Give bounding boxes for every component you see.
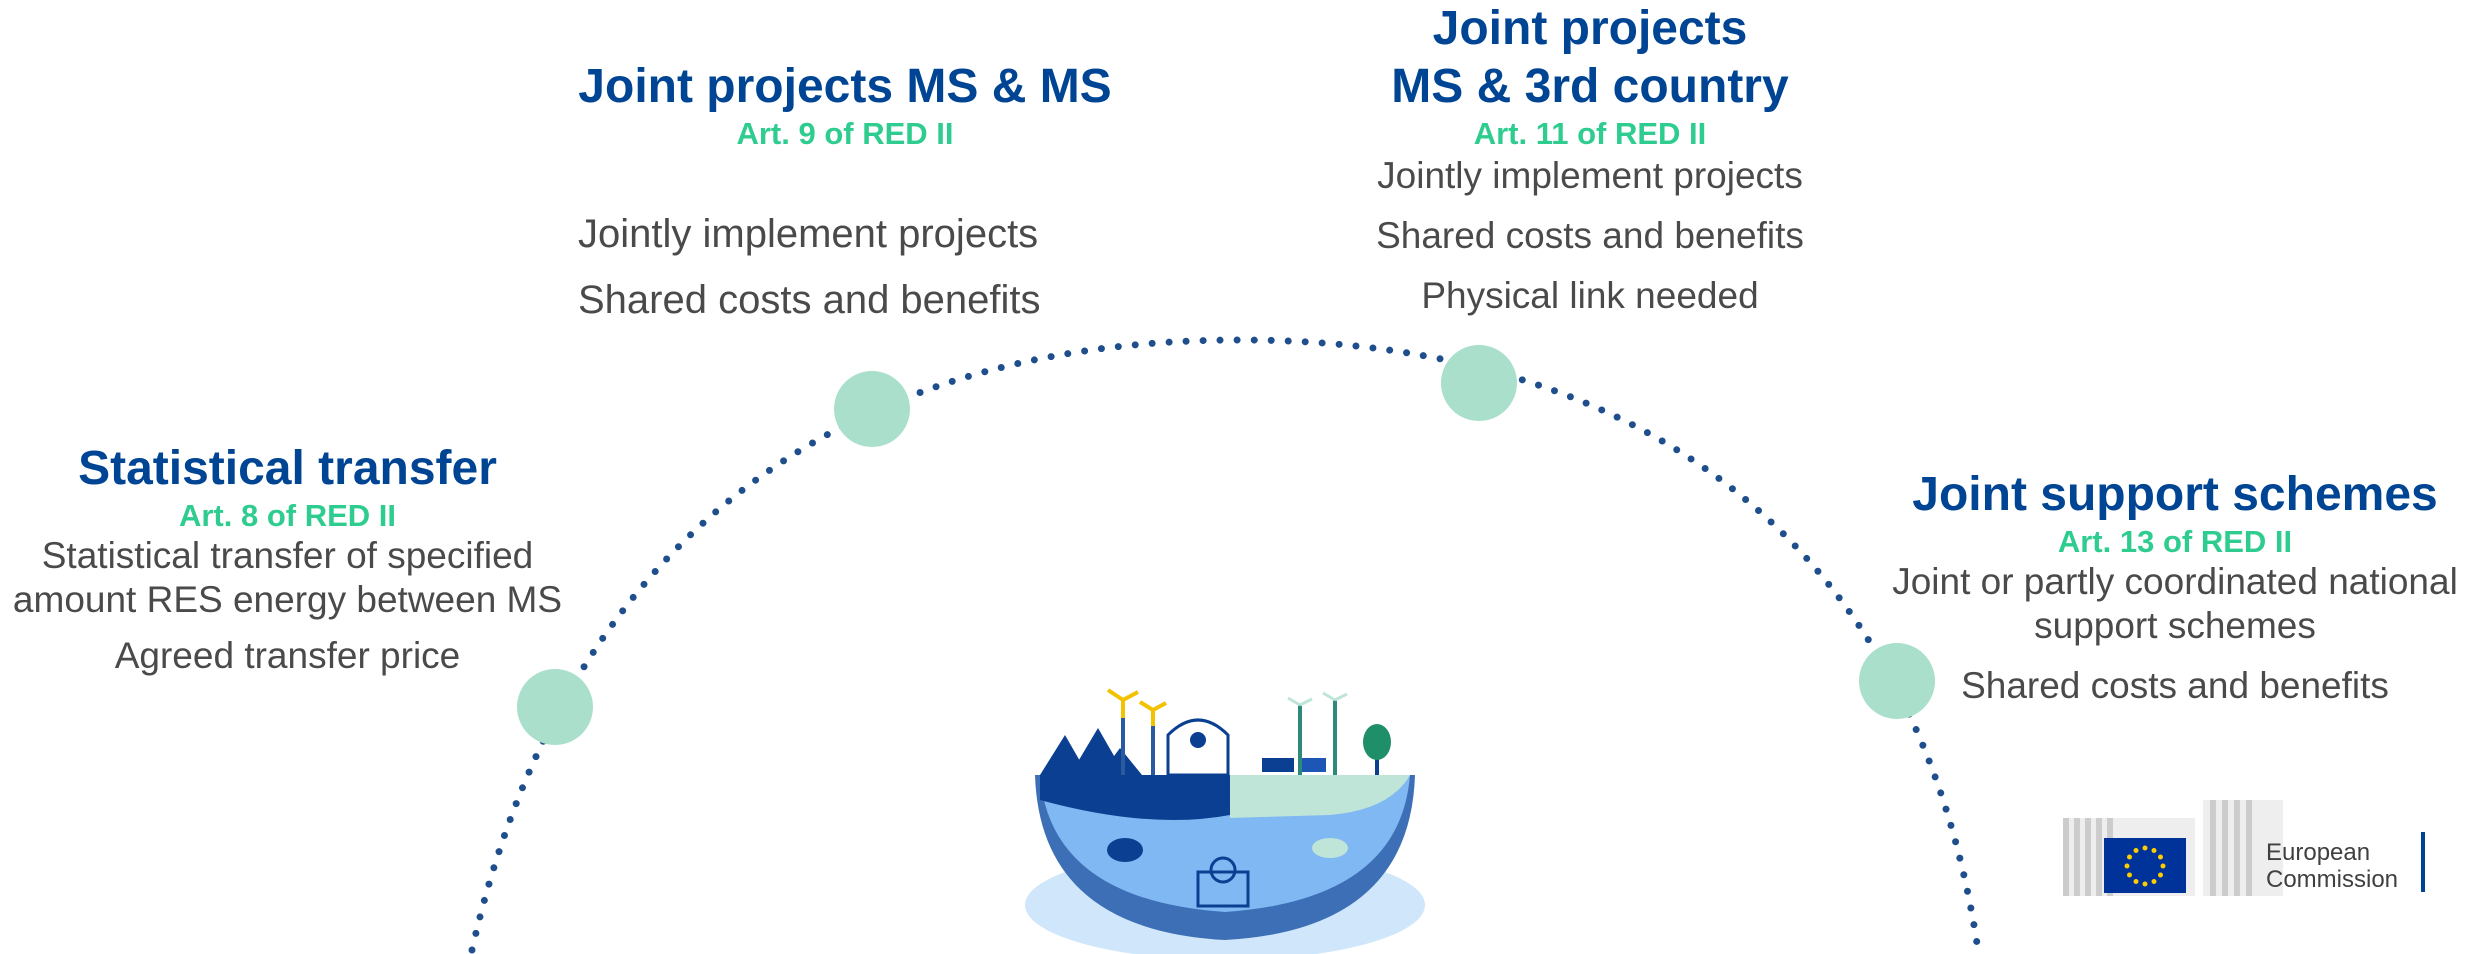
block-title: Joint projects MS & MS xyxy=(578,60,1112,113)
block-text-line: Shared costs and benefits xyxy=(1376,215,1804,256)
renewable-island-illustration xyxy=(1025,688,1425,954)
block-joint-projects-ms-ms-text: Jointly implement projects Shared costs … xyxy=(578,210,1098,324)
ec-logo-text: European Commission xyxy=(2266,839,2398,893)
european-commission-logo xyxy=(2063,800,2425,896)
block-title-line2: MS & 3rd country xyxy=(1391,60,1789,113)
block-statistical-transfer: Statistical transfer Art. 8 of RED II St… xyxy=(0,440,575,678)
node-joint-projects-3rd-country xyxy=(1441,345,1517,421)
block-article: Art. 9 of RED II xyxy=(736,116,954,151)
eu-flag-icon xyxy=(2104,838,2186,893)
block-text-line: support schemes xyxy=(2034,605,2316,646)
block-joint-projects-3rd-country: Joint projects MS & 3rd country Art. 11 … xyxy=(1330,0,1850,318)
block-text-line: amount RES energy between MS xyxy=(12,579,563,620)
block-text-line: Jointly implement projects xyxy=(1377,155,1803,196)
ec-logo-divider xyxy=(2421,832,2425,892)
block-text-line: Jointly implement projects xyxy=(578,212,1039,256)
ec-logo-line2: Commission xyxy=(2266,866,2399,893)
node-statistical-transfer xyxy=(517,669,593,745)
block-article: Art. 13 of RED II xyxy=(2057,524,2293,559)
block-text-line: Agreed transfer price xyxy=(114,635,461,676)
block-text-line: Statistical transfer of specified xyxy=(41,535,534,576)
block-title-line1: Joint projects xyxy=(1432,2,1748,55)
node-joint-support-schemes xyxy=(1859,643,1935,719)
dotted-arc-path xyxy=(468,336,1982,954)
block-joint-support-schemes: Joint support schemes Art. 13 of RED II … xyxy=(1875,466,2475,708)
block-title: Statistical transfer xyxy=(78,442,497,495)
node-joint-projects-ms-ms xyxy=(834,371,910,447)
block-text-line: Joint or partly coordinated national xyxy=(1892,561,2458,602)
block-text-line: Shared costs and benefits xyxy=(578,278,1041,322)
block-article: Art. 8 of RED II xyxy=(178,498,396,533)
block-title: Joint support schemes xyxy=(1912,468,2438,521)
block-text-line: Shared costs and benefits xyxy=(1961,665,2389,706)
block-article: Art. 11 of RED II xyxy=(1473,116,1707,151)
block-text-line: Physical link needed xyxy=(1421,275,1759,316)
ec-logo-line1: European xyxy=(2266,839,2371,866)
block-joint-projects-ms-ms: Joint projects MS & MS Art. 9 of RED II xyxy=(560,58,1130,152)
